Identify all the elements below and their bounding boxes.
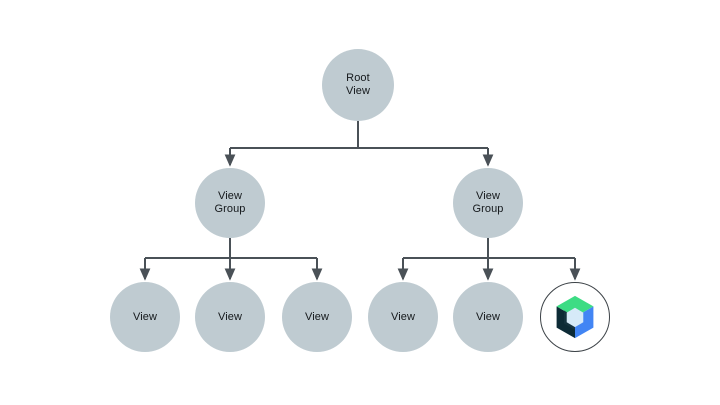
node-view-5-label: View [475,310,501,323]
node-view-1[interactable]: View [110,282,180,352]
node-view-group-right-label: View Group [472,190,504,215]
node-view-group-right[interactable]: View Group [453,168,523,238]
node-view-2-label: View [217,310,243,323]
node-view-2[interactable]: View [195,282,265,352]
jetpack-compose-logo-icon [552,294,598,340]
node-compose[interactable] [540,282,610,352]
node-root-view-label: Root View [345,72,371,97]
node-view-4-label: View [390,310,416,323]
node-view-group-left-label: View Group [214,190,246,215]
node-view-1-label: View [132,310,158,323]
node-view-4[interactable]: View [368,282,438,352]
node-view-3-label: View [304,310,330,323]
node-view-group-left[interactable]: View Group [195,168,265,238]
node-view-3[interactable]: View [282,282,352,352]
node-root-view[interactable]: Root View [322,49,394,121]
node-view-5[interactable]: View [453,282,523,352]
